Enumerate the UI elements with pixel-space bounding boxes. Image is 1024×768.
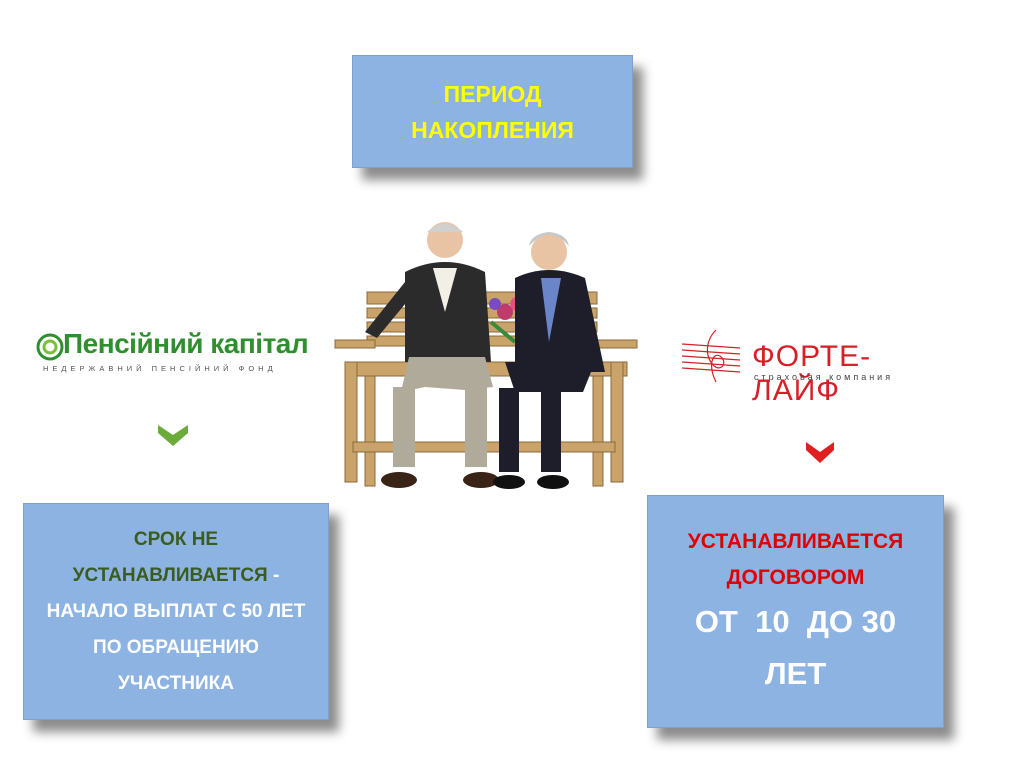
accumulation-period-box: ПЕРИОД НАКОПЛЕНИЯ: [352, 55, 633, 168]
forte-life-logo: ФОРТЕ-ЛАЙФ страховая компания: [680, 326, 950, 407]
left-box-part1: СРОК НЕ УСТАНАВЛИВАЕТСЯ: [72, 528, 268, 586]
red-chevron-down-icon: [806, 442, 834, 463]
right-term-box: УСТАНАВЛИВАЕТСЯ ДОГОВОРОМ ОТ 10 ДО 30 ЛЕ…: [647, 495, 944, 728]
right-logo-subtitle: страховая компания: [754, 372, 894, 382]
left-logo-name: Пенсійний капітал: [63, 328, 309, 359]
top-box-line1: ПЕРИОД: [443, 80, 542, 107]
green-chevron-down-icon: [158, 425, 188, 446]
left-logo-subtitle: НЕДЕРЖАВНИЙ ПЕНСІЙНИЙ ФОНД: [43, 364, 277, 373]
pension-capital-logo: Пенсійний капітал НЕДЕРЖАВНИЙ ПЕНСІЙНИЙ …: [35, 328, 315, 380]
top-box-line2: НАКОПЛЕНИЯ: [411, 116, 574, 143]
left-term-box: СРОК НЕ УСТАНАВЛИВАЕТСЯ - НАЧАЛО ВЫПЛАТ …: [23, 503, 329, 720]
right-box-line1: УСТАНАВЛИВАЕТСЯ: [687, 529, 904, 553]
swirl-icon: [36, 333, 64, 361]
left-box-part2: - НАЧАЛО ВЫПЛАТ С 50 ЛЕТ ПО ОБРАЩЕНИЮ УЧ…: [46, 564, 306, 694]
right-logo-name: ФОРТЕ-ЛАЙФ: [752, 340, 872, 407]
music-note-icon: [681, 329, 741, 383]
right-box-line2: ДОГОВОРОМ: [726, 565, 865, 589]
elderly-couple-on-bench-photo: [334, 222, 638, 489]
right-box-line3: ОТ 10 ДО 30: [694, 603, 897, 639]
right-box-line4: ЛЕТ: [764, 655, 827, 691]
